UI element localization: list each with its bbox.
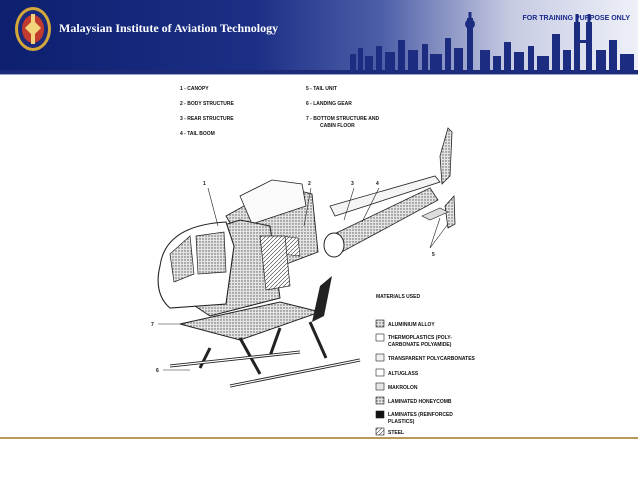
part-label-canopy: 1 - CANOPY	[180, 86, 209, 92]
callout-4: 4	[376, 181, 379, 187]
callout-7: 7	[151, 322, 154, 328]
part-label-body-structure: 2 - BODY STRUCTURE	[180, 101, 234, 107]
institute-crest-icon	[15, 7, 51, 51]
tail-lower-fin	[444, 194, 456, 229]
legend-swatch-makrolon	[375, 382, 385, 391]
legend-item-altuglass: ALTUGLASS	[388, 371, 419, 377]
callout-leaders	[158, 187, 449, 371]
training-notice: FOR TRAINING PURPOSE ONLY	[522, 15, 630, 22]
legend-item-makrolon: MAKROLON	[388, 385, 418, 391]
legend-swatch-polycarbonates	[375, 353, 385, 362]
legend-title: MATERIALS USED	[376, 294, 420, 300]
helicopter-structure-diagram: 1 - CANOPY 2 - BODY STRUCTURE 3 - REAR S…	[151, 86, 476, 436]
institute-name: Malaysian Institute of Aviation Technolo…	[59, 21, 279, 35]
legend-item-polycarbonates: TRANSPARENT POLYCARBONATES	[388, 356, 476, 362]
legend-swatch-laminates	[375, 410, 385, 419]
tail-boom-upper	[329, 175, 441, 217]
tail-fin	[439, 127, 453, 185]
landing-gear-skid-highlight	[169, 351, 361, 387]
legend-item-thermoplastics-2: CARBONATE POLYAMIDE)	[388, 342, 452, 348]
engine-deck	[239, 179, 307, 225]
legend: ALUMINIUM ALLOY THERMOPLASTICS (POLY- CA…	[375, 319, 476, 436]
legend-swatch-aluminium	[375, 319, 385, 328]
callout-6: 6	[156, 368, 159, 374]
legend-swatch-thermoplastics	[375, 333, 385, 342]
laminate-panel	[312, 276, 332, 322]
canopy-window-left	[169, 235, 195, 283]
callout-2: 2	[308, 181, 311, 187]
canopy-window-right	[195, 231, 227, 275]
legend-item-laminates-2: PLASTICS)	[388, 419, 415, 425]
legend-item-laminates: LAMINATES (REINFORCED	[388, 412, 453, 418]
tail-boom-opening	[323, 232, 345, 258]
legend-item-aluminium: ALUMINIUM ALLOY	[388, 322, 435, 328]
callout-1: 1	[203, 181, 206, 187]
legend-swatch-honeycomb	[375, 396, 385, 405]
part-label-cabin-floor: CABIN FLOOR	[320, 123, 355, 129]
header-divider-thin	[0, 74, 638, 75]
part-label-bottom-structure: 7 - BOTTOM STRUCTURE AND	[306, 116, 379, 122]
legend-item-thermoplastics: THERMOPLASTICS (POLY-	[388, 335, 452, 341]
part-label-landing-gear: 6 - LANDING GEAR	[306, 101, 352, 107]
callout-5: 5	[432, 252, 435, 258]
part-label-tail-unit: 5 - TAIL UNIT	[306, 86, 337, 92]
part-label-tail-boom: 4 - TAIL BOOM	[180, 131, 215, 137]
legend-swatch-altuglass	[375, 368, 385, 377]
part-label-rear-structure: 3 - REAR STRUCTURE	[180, 116, 234, 122]
city-skyline	[350, 12, 634, 72]
callout-3: 3	[351, 181, 354, 187]
footer-rule	[0, 437, 638, 439]
legend-item-steel: STEEL	[388, 430, 404, 436]
body-frame	[259, 235, 291, 291]
header-divider	[0, 70, 638, 74]
legend-item-honeycomb: LAMINATED HONEYCOMB	[388, 399, 452, 405]
legend-swatch-steel	[375, 427, 385, 436]
horizontal-stabilizer	[421, 207, 449, 221]
